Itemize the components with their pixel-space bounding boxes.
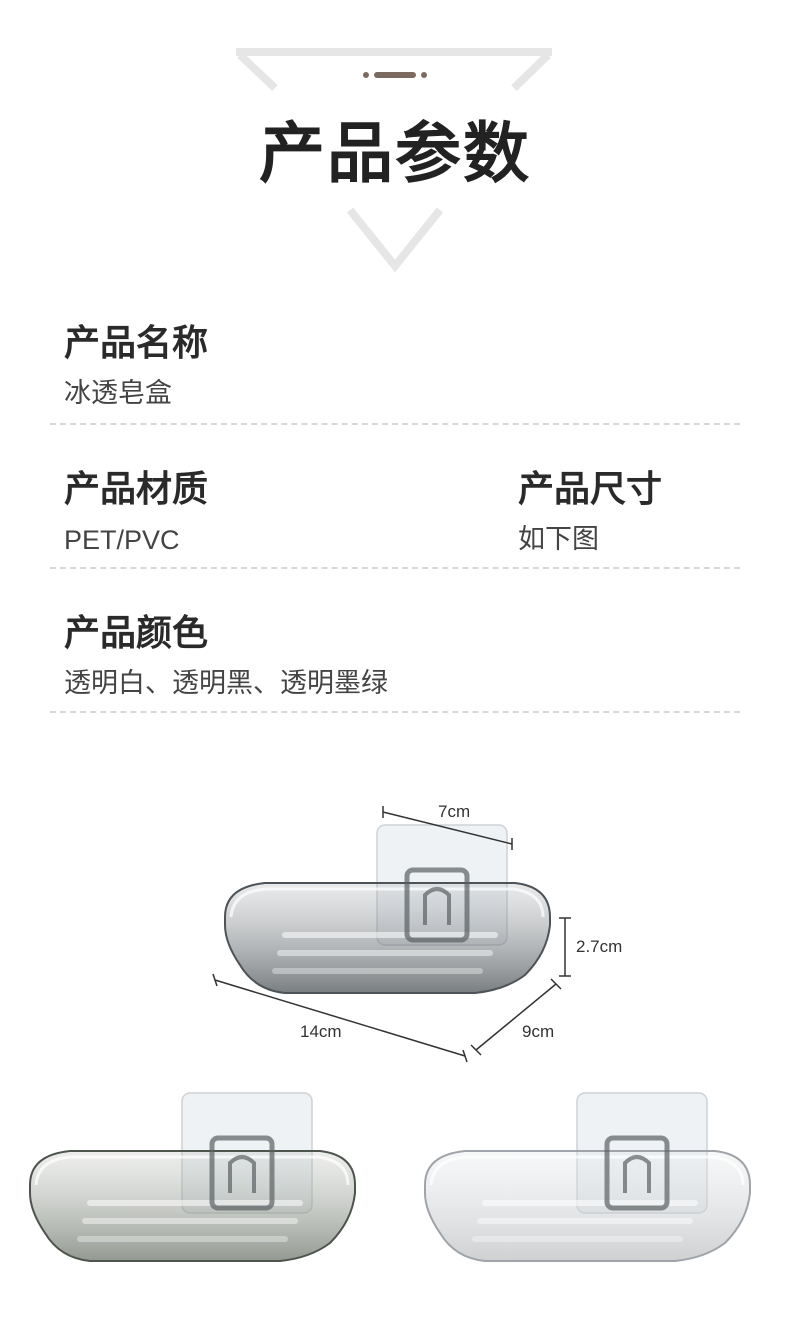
tray-transparent-black [225, 825, 550, 993]
spec-value: PET/PVC [64, 525, 180, 555]
dimension-lines [212, 806, 571, 1063]
spec-value: 透明白、透明黑、透明墨绿 [64, 668, 388, 699]
divider [50, 567, 740, 569]
spec-color: 产品颜色 透明白、透明黑、透明墨绿 [64, 612, 388, 702]
spec-label: 产品材质 [64, 469, 209, 510]
product-illustration [0, 806, 790, 1335]
spec-size: 产品尺寸 如下图 [518, 468, 662, 558]
spec-product-name: 产品名称 冰透皂盒 [64, 322, 208, 412]
dimension-height-label: 2.7cm [576, 937, 623, 956]
divider [50, 423, 740, 425]
spec-material: 产品材质 PET/PVC [64, 468, 208, 558]
page-title: 产品参数 [259, 115, 531, 192]
dimension-depth-label: 9cm [522, 1022, 555, 1041]
header-banner: 产品参数 [0, 0, 790, 290]
tray-transparent-green [30, 1093, 355, 1261]
spec-value: 如下图 [518, 524, 599, 555]
spec-label: 产品尺寸 [518, 469, 663, 510]
spec-label: 产品名称 [64, 323, 209, 364]
tray-transparent-white [425, 1093, 750, 1261]
dimension-width-top-label: 7cm [438, 802, 471, 821]
product-gallery: 7cm 2.7cm 14cm 9cm [0, 780, 790, 1335]
header-frame-decoration [236, 48, 552, 273]
spec-value: 冰透皂盒 [64, 378, 172, 409]
divider [50, 711, 740, 713]
dimension-length-label: 14cm [300, 1022, 342, 1041]
spec-label: 产品颜色 [64, 613, 209, 654]
